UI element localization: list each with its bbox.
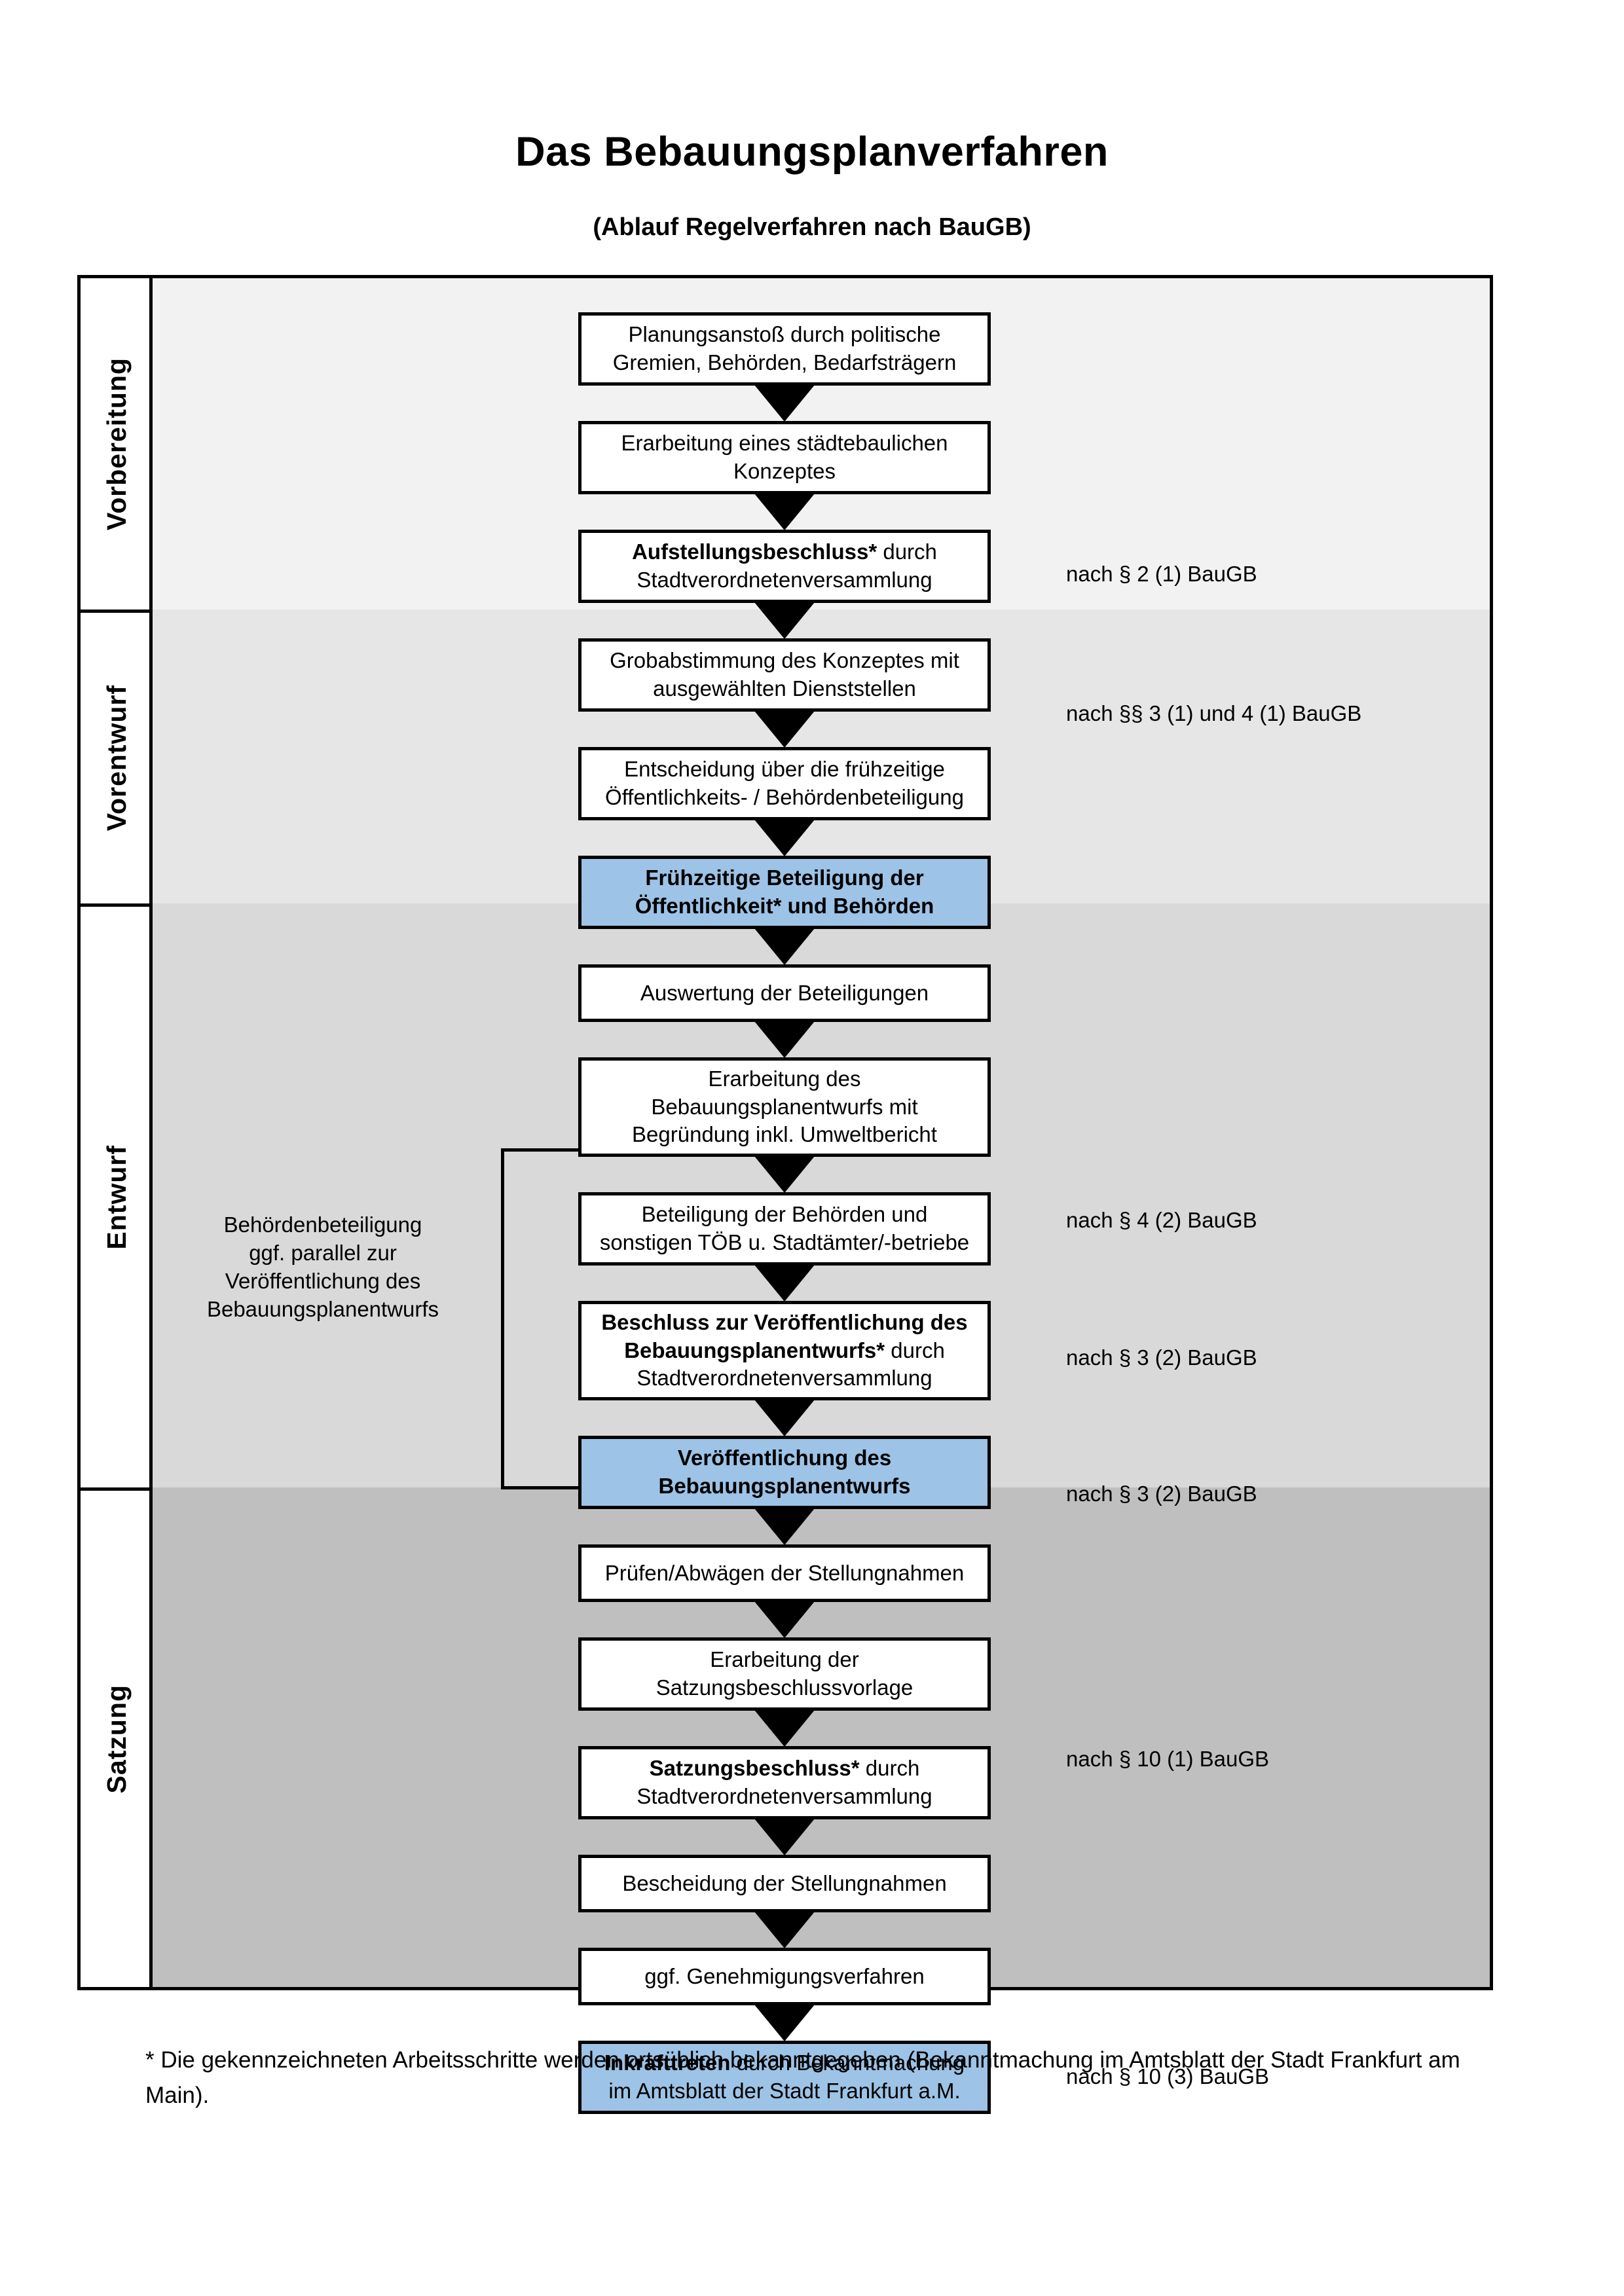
flow-arrow-icon bbox=[754, 820, 815, 856]
phase-label-vorentwurf: Vorentwurf bbox=[81, 613, 153, 903]
phase-divider bbox=[81, 903, 153, 907]
flow-arrow-icon bbox=[754, 1601, 815, 1638]
flow-arrow-icon bbox=[754, 1156, 815, 1193]
flow-arrow-icon bbox=[754, 385, 815, 422]
phase-divider bbox=[81, 1487, 153, 1491]
flow-arrow-icon bbox=[754, 602, 815, 639]
step-genehmigungsverfahren[interactable]: ggf. Genehmigungsverfahren bbox=[578, 1948, 991, 2005]
phase-label-vorbereitung: Vorbereitung bbox=[81, 278, 153, 610]
flow-arrow-icon bbox=[754, 711, 815, 748]
step-auswertung-beteiligungen[interactable]: Auswertung der Beteiligungen bbox=[578, 964, 991, 1022]
flow-arrow-icon bbox=[754, 1021, 815, 1058]
law-note-par4-2: nach § 4 (2) BauGB bbox=[1066, 1208, 1257, 1232]
flow-arrow-icon bbox=[754, 1710, 815, 1747]
law-note-par10-3: nach § 10 (3) BauGB bbox=[1066, 2064, 1270, 2088]
step-text: Beschluss zur Veröffentlichung des Bebau… bbox=[601, 1309, 968, 1391]
flow-arrow-icon bbox=[754, 2005, 815, 2041]
flow-arrow-icon bbox=[754, 1912, 815, 1948]
feedback-connector-bottom bbox=[501, 1486, 586, 1489]
flow-arrow-icon bbox=[754, 1265, 815, 1302]
feedback-connector-top bbox=[501, 1148, 602, 1152]
step-text: Prüfen/Abwägen der Stellungnahmen bbox=[604, 1560, 965, 1585]
page-title: Das Bebauungsplanverfahren bbox=[515, 129, 1109, 175]
flow-arrow-icon bbox=[754, 1400, 815, 1436]
phase-label-text: Entwurf bbox=[101, 1144, 132, 1250]
phase-label-text: Vorbereitung bbox=[101, 357, 132, 531]
flow-arrow-icon bbox=[754, 1819, 815, 1855]
step-text: Auswertung der Beteiligungen bbox=[640, 980, 929, 1005]
law-note-par3-4-1: nach §§ 3 (1) und 4 (1) BauGB bbox=[1066, 701, 1362, 725]
law-note-par3-2-a: nach § 3 (2) BauGB bbox=[1066, 1345, 1257, 1370]
phase-label-text: Vorentwurf bbox=[101, 685, 132, 831]
step-bescheidung-stellungnahmen[interactable]: Bescheidung der Stellungnahmen bbox=[578, 1855, 991, 1912]
step-pruefen-abwaegen[interactable]: Prüfen/Abwägen der Stellungnahmen bbox=[578, 1544, 991, 1602]
phase-label-entwurf: Entwurf bbox=[81, 907, 153, 1487]
law-note-par2-1: nach § 2 (1) BauGB bbox=[1066, 562, 1257, 586]
flow-arrow-icon bbox=[754, 494, 815, 530]
phase-label-column: Vorbereitung Vorentwurf Entwurf Satzung bbox=[81, 278, 153, 1987]
flow-arrow-icon bbox=[754, 1508, 815, 1545]
flow-arrow-icon bbox=[754, 928, 815, 965]
phase-label-text: Satzung bbox=[101, 1684, 132, 1794]
feedback-connector-side bbox=[501, 1148, 504, 1489]
phase-label-satzung: Satzung bbox=[81, 1491, 153, 1987]
step-text: ggf. Genehmigungsverfahren bbox=[644, 1963, 925, 1988]
step-beschluss-veroeffentlichung[interactable]: Beschluss zur Veröffentlichung des Bebau… bbox=[578, 1301, 991, 1400]
step-text: Bescheidung der Stellungnahmen bbox=[622, 1870, 947, 1895]
footnote: * Die gekennzeichneten Arbeitsschritte w… bbox=[145, 2047, 1460, 2109]
page-subtitle: (Ablauf Regelverfahren nach BauGB) bbox=[593, 213, 1031, 241]
flowchart-frame: Vorbereitung Vorentwurf Entwurf Satzung … bbox=[77, 275, 1493, 2114]
side-note-behoerdenbeteiligung: Behördenbeteiligung ggf. parallel zur Ve… bbox=[206, 1212, 439, 1321]
law-note-par10-1: nach § 10 (1) BauGB bbox=[1066, 1747, 1270, 1771]
law-note-par3-2-b: nach § 3 (2) BauGB bbox=[1066, 1482, 1257, 1506]
phase-divider bbox=[81, 610, 153, 613]
